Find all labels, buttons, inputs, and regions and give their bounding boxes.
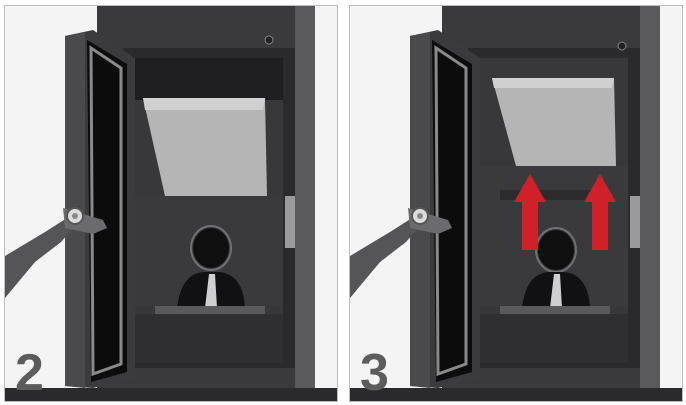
stove-side-edge xyxy=(640,6,660,401)
stove-illustration-step-2 xyxy=(5,6,337,401)
bolt-icon xyxy=(265,36,273,44)
door-handle[interactable] xyxy=(5,218,75,298)
flue-hole xyxy=(538,230,574,270)
flue-hole xyxy=(193,228,229,268)
door-handle[interactable] xyxy=(350,218,420,298)
stove-illustration-step-3 xyxy=(350,6,682,401)
stove-side-edge xyxy=(295,6,315,401)
step-number: 3 xyxy=(360,347,389,399)
door-hinge xyxy=(630,196,640,248)
step-panel-2: 2 xyxy=(4,5,338,402)
bolt-icon xyxy=(618,42,626,50)
step-number: 2 xyxy=(15,347,44,399)
door-hinge xyxy=(285,196,295,248)
step-panel-3: 3 xyxy=(349,5,683,402)
